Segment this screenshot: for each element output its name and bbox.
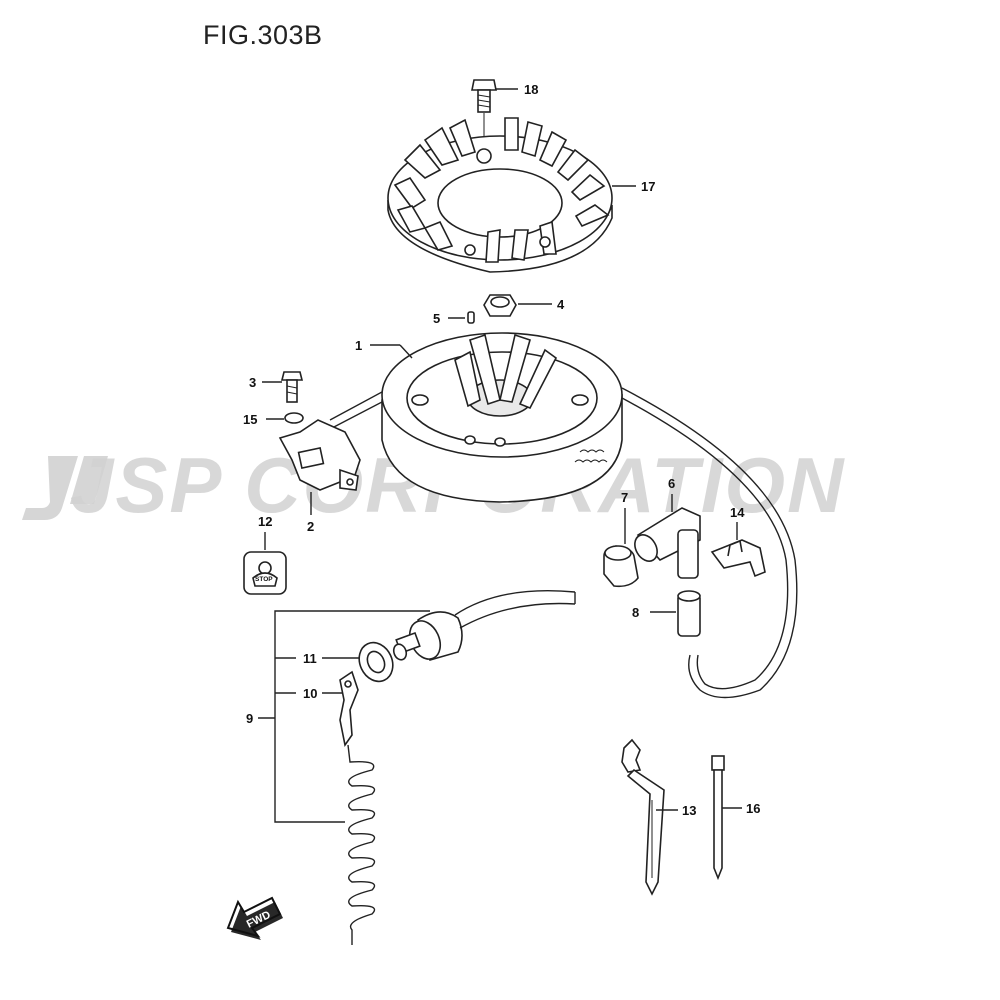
callout-16: 16 [746, 801, 760, 816]
callout-18: 18 [524, 82, 538, 97]
part-10-terminal [339, 670, 359, 747]
callout-11: 11 [303, 651, 317, 666]
part-5-key [467, 311, 475, 324]
callout-3: 3 [249, 375, 256, 390]
part-9-stop-switch [392, 589, 576, 661]
part-8-boot [677, 590, 701, 637]
part-4-nut [483, 294, 517, 317]
coiled-cord [347, 744, 376, 945]
part-17-flywheel [387, 117, 613, 273]
bracket-9 [274, 610, 430, 823]
callout-1: 1 [355, 338, 362, 353]
part-1-stator [381, 332, 623, 503]
part-6-plug-cap [634, 507, 701, 579]
callout-13: 13 [682, 803, 696, 818]
fwd-arrow-icon: FWD [226, 896, 283, 940]
stop-label: STOP [255, 576, 273, 583]
callout-9: 9 [246, 711, 253, 726]
figure-title: FIG.303B [203, 20, 323, 50]
part-3-bolt [280, 371, 304, 403]
part-2-ignition-coil [278, 419, 361, 491]
callout-15: 15 [243, 412, 257, 427]
callout-6: 6 [668, 476, 675, 491]
cable-stator-coil-2 [331, 401, 383, 429]
leader-1b [399, 344, 413, 359]
callout-12: 12 [258, 514, 272, 529]
watermark-logo [22, 456, 108, 520]
wire-stator-lead [621, 387, 798, 699]
wire-stator-lead-2 [621, 397, 789, 690]
part-13-cable-tie-clip [621, 738, 665, 896]
part-14-clamp [710, 539, 766, 578]
part-18-bolt [471, 79, 497, 113]
cable-stator-coil [329, 391, 383, 421]
callout-7: 7 [621, 490, 628, 505]
part-12-stop-decal [243, 551, 287, 595]
callout-10: 10 [303, 686, 317, 701]
part-11-ring-nut [358, 641, 394, 683]
part-16-cable-tie [711, 755, 725, 881]
callout-5: 5 [433, 311, 440, 326]
callout-14: 14 [730, 505, 745, 520]
part-7-cap [603, 545, 639, 588]
callout-2: 2 [307, 519, 314, 534]
callout-4: 4 [557, 297, 565, 312]
part-15-washer [284, 412, 304, 424]
callout-8: 8 [632, 605, 639, 620]
callout-17: 17 [641, 179, 655, 194]
